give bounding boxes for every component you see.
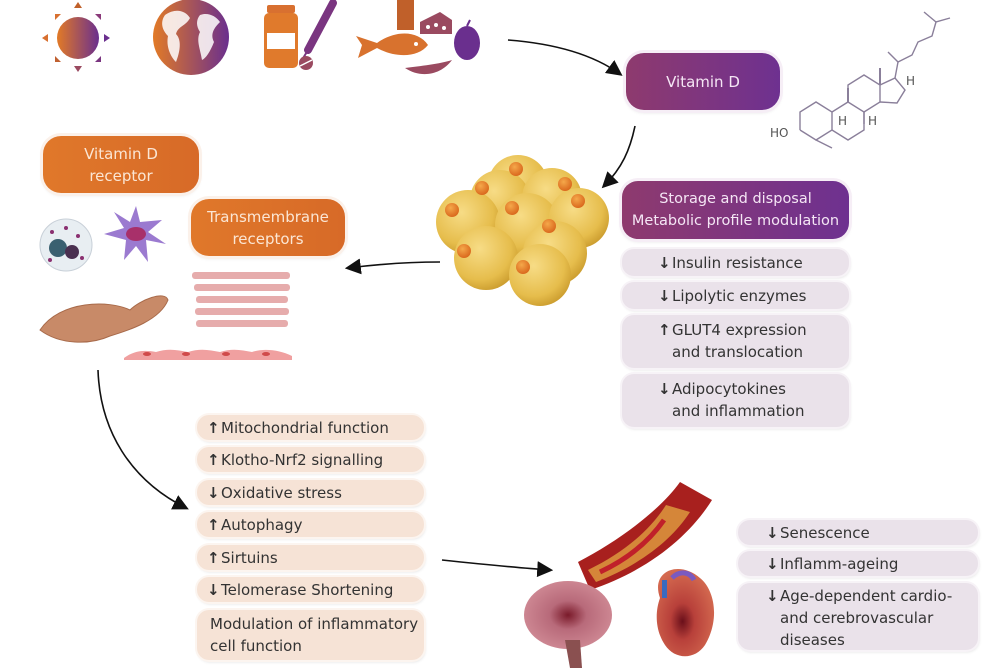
outcome-item: ↓ Age-dependent cardio- and cerebrovascu… (738, 583, 978, 650)
adipose-effect-item: ↓ Lipolytic enzymes (622, 282, 849, 309)
cellular-effect-item: ↑ Klotho-Nrf2 signalling (197, 447, 424, 472)
dendritic-cell-image (104, 206, 166, 262)
effect-label: Lipolytic enzymes (672, 286, 807, 305)
effect-label: Sirtuins (221, 548, 278, 567)
vitamin-d-molecule-structure (799, 11, 951, 149)
decrease-arrow-icon: ↓ (658, 286, 671, 305)
outcome-label: Senescence (780, 523, 870, 542)
vdr-label-line1: Vitamin D (84, 144, 158, 163)
endothelial-cells-image (124, 349, 292, 360)
increase-arrow-icon: ↑ (207, 418, 220, 437)
decrease-arrow-icon: ↓ (766, 587, 779, 605)
effect-label: Adipocytokines (672, 380, 786, 398)
adipocyte-cluster-image (436, 155, 609, 306)
effect-label: GLUT4 expression (672, 321, 807, 339)
arrow-cellular-to-organs (441, 559, 554, 578)
decrease-arrow-icon: ↓ (766, 523, 779, 542)
adipose-header-line1: Storage and disposal (659, 191, 812, 207)
molecule-h-label: H (906, 74, 916, 88)
outcome-label: Inflamm-ageing (780, 554, 899, 573)
vitamin-d-label: Vitamin D (666, 72, 740, 91)
effect-label: Telomerase Shortening (221, 580, 394, 599)
molecule-ho-label: HO (770, 126, 789, 140)
effect-label: and translocation (672, 343, 804, 361)
outcome-label: diseases (780, 631, 845, 649)
vitamin-d-box: Vitamin D (626, 53, 780, 110)
syringe-icon (301, 0, 337, 61)
arrow-adipose-to-receptors (344, 258, 441, 275)
supplement-bottle-icon (264, 5, 298, 68)
adipose-effect-item: ↓ Insulin resistance (622, 249, 849, 276)
molecule-h-label: H (838, 114, 848, 128)
vitamin-d-receptor-box: Vitamin D receptor (43, 136, 199, 193)
outcome-label: Age-dependent cardio- (780, 587, 953, 605)
transmembrane-receptors-box: Transmembrane receptors (191, 199, 345, 256)
decrease-arrow-icon: ↓ (766, 554, 779, 573)
effect-label: cell function (210, 637, 302, 655)
cellular-effect-item: ↑ Mitochondrial function (197, 415, 424, 440)
effect-label: and inflammation (672, 402, 805, 420)
effect-label: Modulation of inflammatory (210, 615, 419, 633)
adipose-effect-item: ↓ Adipocytokines and inflammation (622, 374, 849, 427)
arrow-receptors-to-cellular-effects (97, 369, 189, 510)
peas-icon (405, 60, 452, 75)
globe-icon (153, 0, 229, 75)
decrease-arrow-icon: ↓ (658, 380, 671, 398)
increase-arrow-icon: ↑ (207, 450, 220, 469)
sun-icon (42, 2, 110, 72)
effect-label: Mitochondrial function (221, 418, 389, 437)
vdr-label-line2: receptor (89, 166, 153, 185)
cellular-effect-item: ↓ Telomerase Shortening (197, 577, 424, 602)
cellular-effect-item: ↓ Oxidative stress (197, 480, 424, 505)
effect-label: Oxidative stress (221, 483, 342, 502)
arrow-sources-to-vitamin-d (507, 39, 623, 76)
pill-icon (299, 56, 313, 70)
increase-arrow-icon: ↑ (207, 515, 220, 534)
bell-pepper-icon (454, 19, 480, 60)
tm-label-line2: receptors (232, 229, 304, 248)
outcome-item: ↓ Senescence (738, 520, 978, 545)
effect-label: Autophagy (221, 515, 303, 534)
cellular-effect-item: Modulation of inflammatory cell function (197, 610, 424, 660)
outcome-label: and cerebrovascular (780, 609, 934, 627)
outcome-item: ↓ Inflamm-ageing (738, 551, 978, 576)
adipose-effect-item: ↑ GLUT4 expression and translocation (622, 315, 849, 368)
effect-label: Klotho-Nrf2 signalling (221, 450, 384, 469)
cellular-effect-item: ↑ Autophagy (197, 512, 424, 537)
cellular-effect-item: ↑ Sirtuins (197, 545, 424, 570)
smooth-muscle-cell-image (39, 295, 169, 343)
cheese-icon (420, 12, 452, 34)
brain-image (524, 581, 612, 668)
fish-icon (356, 33, 428, 58)
arrow-vitamin-d-to-adipose (601, 125, 636, 189)
cardiomyocyte-tissue-image (192, 272, 290, 327)
decrease-arrow-icon: ↓ (207, 483, 220, 502)
increase-arrow-icon: ↑ (658, 321, 671, 339)
storage-metabolic-box: Storage and disposal Metabolic profile m… (622, 181, 849, 239)
adipose-header-line2: Metabolic profile modulation (631, 213, 840, 229)
milk-carton-icon (397, 0, 414, 30)
neutrophil-cell-image (39, 218, 93, 272)
heart-image (656, 568, 715, 657)
molecule-h-label: H (868, 114, 878, 128)
tm-label-line1: Transmembrane (207, 207, 329, 226)
blood-vessel-image (578, 482, 712, 590)
increase-arrow-icon: ↑ (207, 548, 220, 567)
decrease-arrow-icon: ↓ (658, 253, 671, 272)
decrease-arrow-icon: ↓ (207, 580, 220, 599)
effect-label: Insulin resistance (672, 253, 803, 272)
